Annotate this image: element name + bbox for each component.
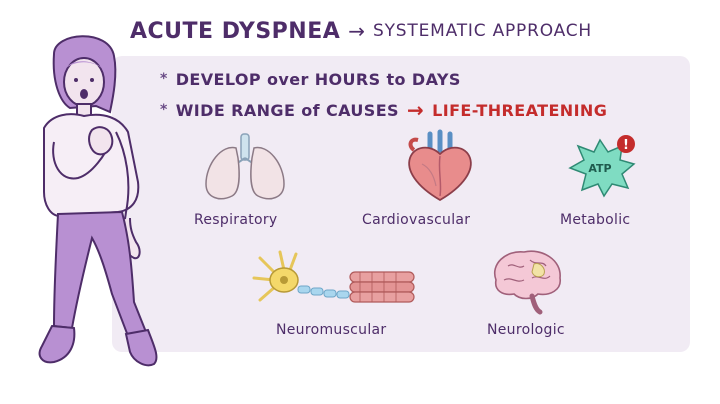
brain-icon [493,250,561,315]
cause-cardiovascular: Cardiovascular [362,212,471,228]
title-arrow: → [348,19,366,43]
cause-metabolic: Metabolic [560,212,631,228]
atp-label: ATP [588,162,611,175]
content-panel [112,56,690,352]
bullet-develop: * DEVELOP over HOURS to DAYS [160,66,461,92]
bullet-arrow: → [406,98,425,122]
cause-neuromuscular: Neuromuscular [276,322,387,338]
page-title: ACUTE DYSPNEA → SYSTEMATIC APPROACH [130,14,592,48]
bullet-causes: * WIDE RANGE of CAUSES → LIFE-THREATENIN… [160,97,607,123]
heart-icon [408,129,472,202]
bullet-text: DEVELOP over HOURS to DAYS [175,69,461,89]
bullet-star: * [160,102,168,118]
cause-neurologic: Neurologic [487,322,565,338]
title-subtitle: SYSTEMATIC APPROACH [373,21,592,41]
life-threatening-text: LIFE-THREATENING [432,100,608,120]
alert-icon: ! [623,138,629,153]
atp-starburst-icon: ATP ! [568,135,636,198]
lungs-icon [205,133,285,200]
bullet-text: WIDE RANGE of CAUSES [175,100,399,120]
bullet-star: * [160,71,168,87]
title-main: ACUTE DYSPNEA [130,18,341,44]
neuron-muscle-icon [252,250,415,303]
distressed-person-illustration [38,35,158,367]
cause-respiratory: Respiratory [194,212,278,228]
